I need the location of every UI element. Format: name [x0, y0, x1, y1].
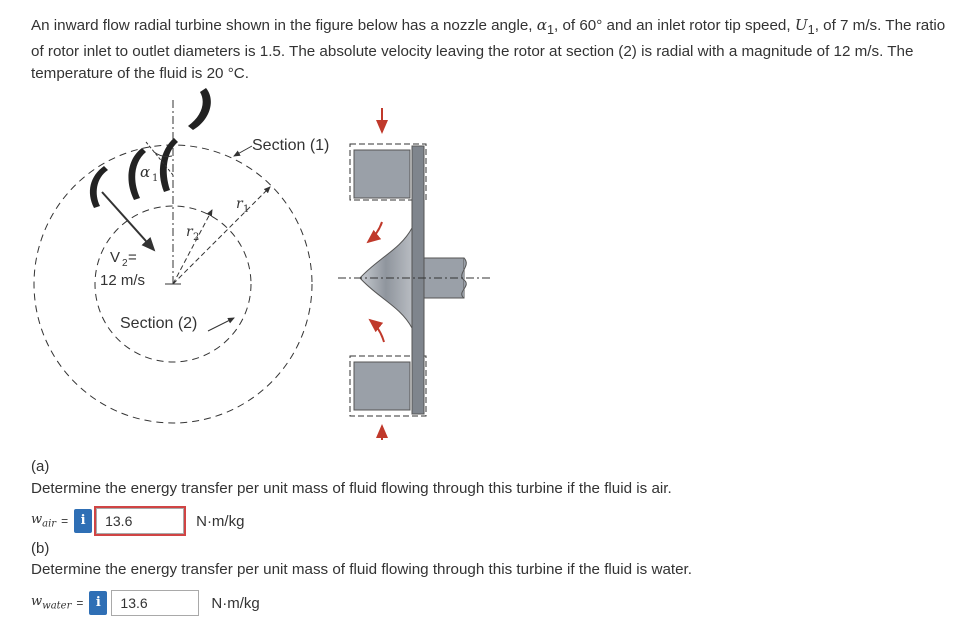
problem-text-1: An inward flow radial turbine shown in t… — [31, 17, 537, 34]
u1-symbol: U — [794, 16, 808, 34]
part-a-question: Determine the energy transfer per unit m… — [31, 480, 672, 497]
nozzle-vane-4 — [89, 166, 108, 208]
part-a-answer-wrap — [94, 506, 187, 536]
v2-value-label: 12 m/s — [100, 272, 145, 289]
problem-text-3: , of 7 m/s. The ratio of rotor inlet to … — [31, 17, 946, 83]
v2-label: V — [110, 249, 120, 266]
section2-leader — [207, 317, 235, 332]
rotor-disk — [411, 145, 425, 415]
r2-label: r — [186, 224, 194, 240]
shaft-break — [461, 257, 467, 299]
part-a-label: (a) — [31, 458, 50, 475]
part-b-units: N·m/kg — [211, 594, 260, 612]
part-a-units: N·m/kg — [196, 512, 245, 530]
section1-bottom-box — [349, 355, 427, 417]
nozzle-vane-3 — [128, 148, 146, 200]
inner-circle-section2 — [94, 205, 252, 363]
r1-radius-line — [172, 186, 271, 285]
flow-arrow-lower — [368, 318, 385, 343]
r1-label: r — [236, 196, 244, 212]
v2-subscript: 2 — [122, 258, 128, 269]
part-b-answer-wrap — [109, 588, 201, 618]
part-a-answer-input[interactable] — [96, 508, 185, 534]
alpha1-symbol: α — [536, 16, 547, 34]
part-a-equals: = — [61, 514, 69, 528]
alpha-ref-line — [145, 141, 174, 176]
part-a-info-icon[interactable]: i — [74, 509, 93, 533]
part-b-label: (b) — [31, 540, 50, 557]
section1-leader — [233, 145, 253, 157]
part-b-equals: = — [76, 596, 84, 610]
part-b-info-icon[interactable]: i — [89, 591, 108, 615]
flow-arrow-upper — [366, 221, 383, 244]
section1-top-box — [349, 143, 427, 201]
alpha1-subscript: 1 — [546, 23, 555, 38]
part-b-question: Determine the energy transfer per unit m… — [31, 561, 692, 578]
section2-label: Section (2) — [120, 315, 197, 332]
r2-radius-line — [172, 209, 213, 285]
problem-text-2: , of 60° and an inlet rotor tip speed, — [554, 17, 795, 34]
w-water-variable: wwater — [31, 594, 72, 612]
alpha-subscript: 1 — [152, 173, 158, 184]
part-b-answer-input[interactable] — [111, 590, 200, 616]
problem-statement: An inward flow radial turbine shown in t… — [31, 14, 947, 85]
section1-label: Section (1) — [252, 137, 329, 154]
rotor-blade-top — [353, 149, 411, 199]
turbine-figure: α 1 r 1 r 2 V 2 = 12 m/s Section (2) Sec… — [33, 88, 490, 440]
r2-subscript: 2 — [193, 232, 199, 243]
nozzle-vane-1 — [188, 88, 211, 130]
u1-subscript: 1 — [807, 23, 815, 38]
alpha-label: α — [140, 163, 150, 181]
v2-arrow — [101, 191, 156, 252]
part-b-answer-row: wwater = i N·m/kg — [31, 588, 260, 618]
part-a-answer-row: wair = i N·m/kg — [31, 506, 244, 536]
rotor-blade-bottom — [353, 361, 411, 411]
r1-subscript: 1 — [243, 204, 249, 215]
v2-equals: = — [128, 249, 137, 266]
w-air-variable: wair — [31, 512, 57, 530]
nozzle-vane-2 — [159, 138, 178, 192]
alpha-angle-arc — [153, 151, 173, 157]
